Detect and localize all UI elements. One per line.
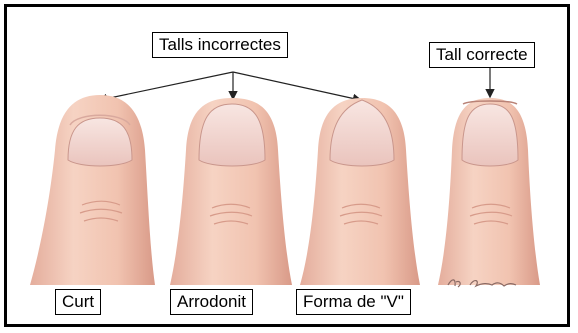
- label-rounded: Arrodonit: [170, 289, 253, 315]
- finger-correct: [438, 98, 540, 285]
- arrow-to-short: [100, 72, 233, 100]
- label-v-shape: Forma de "V": [296, 289, 411, 315]
- pointer-arrows: [100, 66, 490, 100]
- finger-v-shape: [300, 98, 420, 285]
- label-correct-cut: Tall correcte: [429, 42, 535, 68]
- label-incorrect-cuts: Talls incorrectes: [152, 32, 288, 58]
- arrow-to-v-shape: [233, 72, 360, 100]
- finger-rounded: [170, 98, 292, 285]
- finger-short: [30, 95, 155, 285]
- label-short: Curt: [55, 289, 101, 315]
